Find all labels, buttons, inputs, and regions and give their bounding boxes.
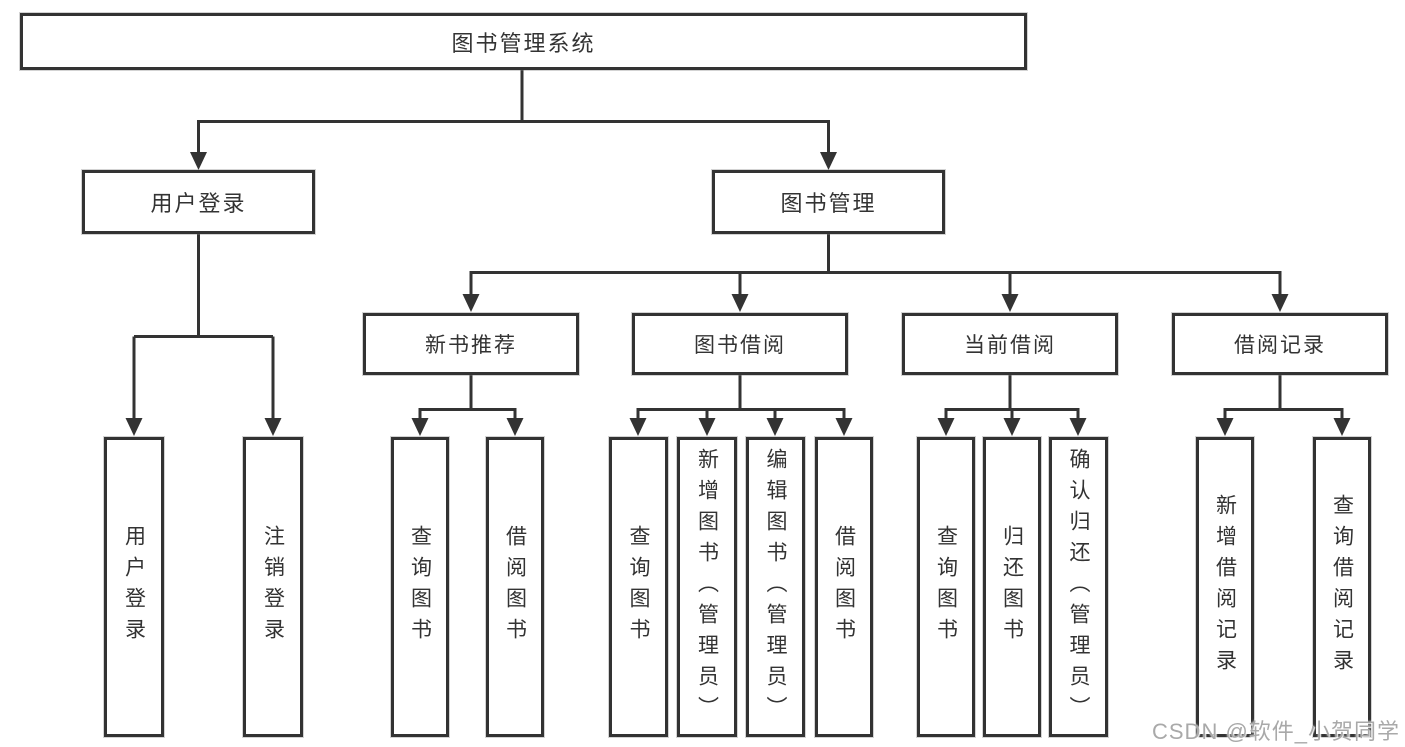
leaf-query-borrow-record: 查询借阅记录: [1313, 437, 1371, 737]
node-library-management-system: 图书管理系统: [20, 13, 1027, 70]
leaf-borrow-books-borrowing: 借阅图书: [815, 437, 873, 737]
node-book-management: 图书管理: [712, 170, 945, 234]
leaf-add-books-admin: 新增图书（管理员）: [677, 437, 737, 737]
leaf-add-borrow-record: 新增借阅记录: [1196, 437, 1254, 737]
leaf-user-login: 用户登录: [104, 437, 164, 737]
leaf-borrow-books-recommend: 借阅图书: [486, 437, 544, 737]
node-user-login: 用户登录: [82, 170, 315, 234]
leaf-logout-login: 注销登录: [243, 437, 303, 737]
leaf-query-books-current: 查询图书: [917, 437, 975, 737]
leaf-confirm-return-admin: 确认归还（管理员）: [1049, 437, 1108, 737]
leaf-edit-books-admin: 编辑图书（管理员）: [746, 437, 805, 737]
leaf-return-books: 归还图书: [983, 437, 1041, 737]
node-book-borrowing: 图书借阅: [632, 313, 848, 375]
leaf-query-books-borrowing: 查询图书: [609, 437, 668, 737]
node-current-borrowing: 当前借阅: [902, 313, 1118, 375]
csdn-watermark: CSDN @软件_小贺同学: [1152, 719, 1401, 744]
node-new-book-recommendation: 新书推荐: [363, 313, 579, 375]
leaf-query-books-recommend: 查询图书: [391, 437, 449, 737]
node-borrowing-records: 借阅记录: [1172, 313, 1388, 375]
